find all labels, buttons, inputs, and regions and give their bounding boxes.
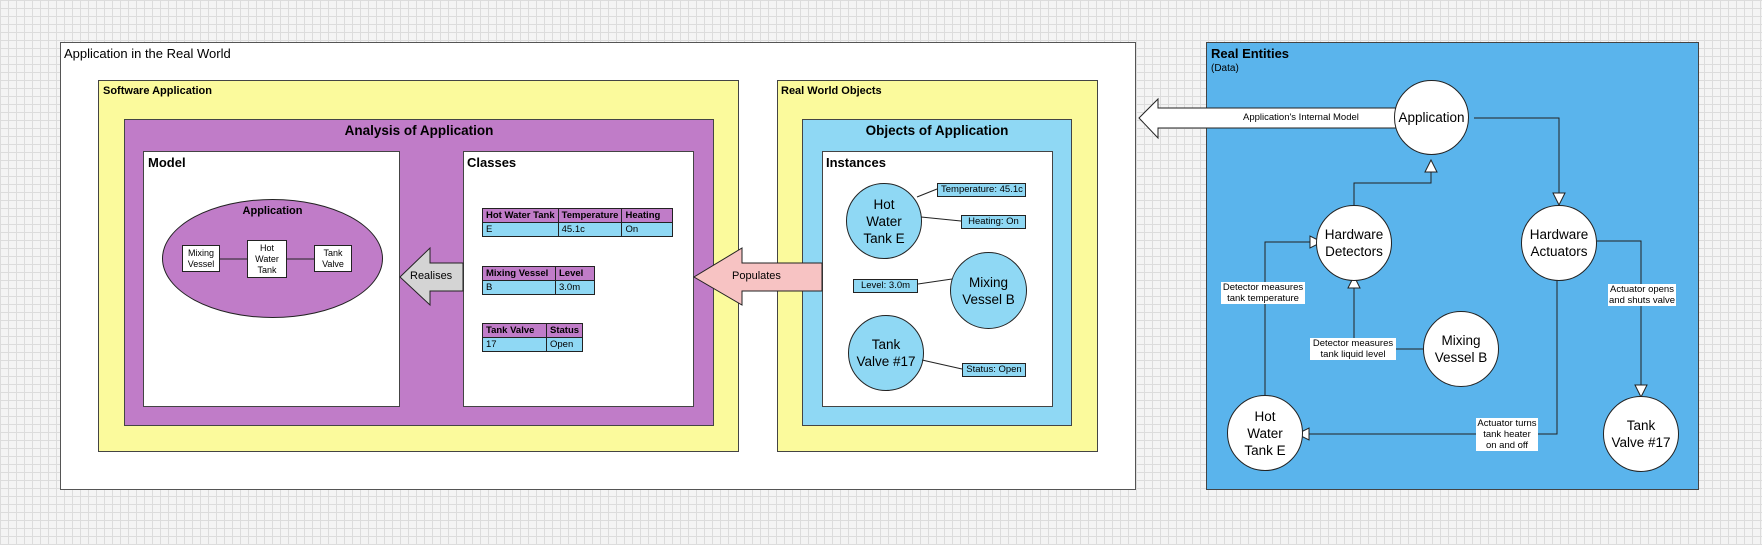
class-table-hot-water-tank: Hot Water Tank Temperature Heating E 45.… [482, 208, 674, 237]
class-table-tank-valve: Tank Valve Status 17 Open [482, 323, 584, 352]
class-cell: Open [545, 337, 584, 352]
edge-label-level: Detector measures tank liquid level [1310, 338, 1396, 360]
instance-tag-level: Level: 3.0m [853, 279, 918, 293]
class-table-mixing-vessel: Mixing Vessel Level B 3.0m [482, 266, 595, 295]
instances-title: Instances [826, 155, 886, 170]
class-cell: On [621, 222, 674, 237]
entity-hot-water-tank: Hot Water Tank E [1227, 395, 1303, 471]
analysis-title: Analysis of Application [344, 123, 494, 138]
entity-hardware-actuators: Hardware Actuators [1521, 205, 1597, 281]
instance-tag-heating: Heating: On [961, 215, 1026, 229]
real-entities-title: Real Entities [1211, 46, 1290, 61]
populates-label: Populates [732, 270, 781, 282]
model-node-hot-water-tank: Hot Water Tank [247, 240, 287, 278]
model-ellipse-title: Application [242, 205, 303, 217]
class-cell: E [482, 222, 559, 237]
class-cell: 45.1c [557, 222, 623, 237]
real-entities-subtitle: (Data) [1211, 63, 1239, 74]
instance-hot-water-tank: Hot Water Tank E [846, 183, 922, 259]
realises-arrow [399, 246, 464, 307]
internal-model-arrow [1138, 97, 1399, 140]
entity-mixing-vessel: Mixing Vessel B [1423, 311, 1499, 387]
instance-mixing-vessel: Mixing Vessel B [950, 252, 1027, 329]
entity-hardware-detectors: Hardware Detectors [1316, 205, 1392, 281]
model-node-tank-valve: Tank Valve [314, 245, 352, 272]
class-cell: 17 [482, 337, 547, 352]
instance-tag-status: Status: Open [962, 363, 1026, 377]
edge-label-heater: Actuator turns tank heater on and off [1476, 418, 1538, 451]
model-title: Model [148, 155, 186, 170]
model-node-mixing-vessel: Mixing Vessel [182, 245, 220, 272]
class-cell: B [482, 280, 556, 295]
software-title: Software Application [103, 85, 212, 97]
objects-title: Objects of Application [865, 123, 1009, 138]
entity-tank-valve: Tank Valve #17 [1603, 396, 1679, 472]
instance-tank-valve: Tank Valve #17 [848, 315, 924, 391]
realises-label: Realises [410, 270, 453, 282]
edge-label-valve: Actuator opens and shuts valve [1608, 284, 1676, 306]
entity-application: Application [1394, 80, 1469, 155]
internal-model-label: Application's Internal Model [1243, 112, 1359, 123]
class-header: Tank Valve [482, 323, 547, 338]
populates-arrow [693, 247, 823, 306]
classes-title: Classes [467, 155, 517, 170]
real-world-objects-title: Real World Objects [781, 85, 882, 97]
instance-tag-temperature: Temperature: 45.1c [937, 183, 1026, 197]
class-cell: 3.0m [555, 280, 595, 295]
edge-label-temperature: Detector measures tank temperature [1221, 282, 1305, 304]
outer-title: Application in the Real World [64, 46, 231, 61]
class-header: Temperature [557, 208, 623, 223]
